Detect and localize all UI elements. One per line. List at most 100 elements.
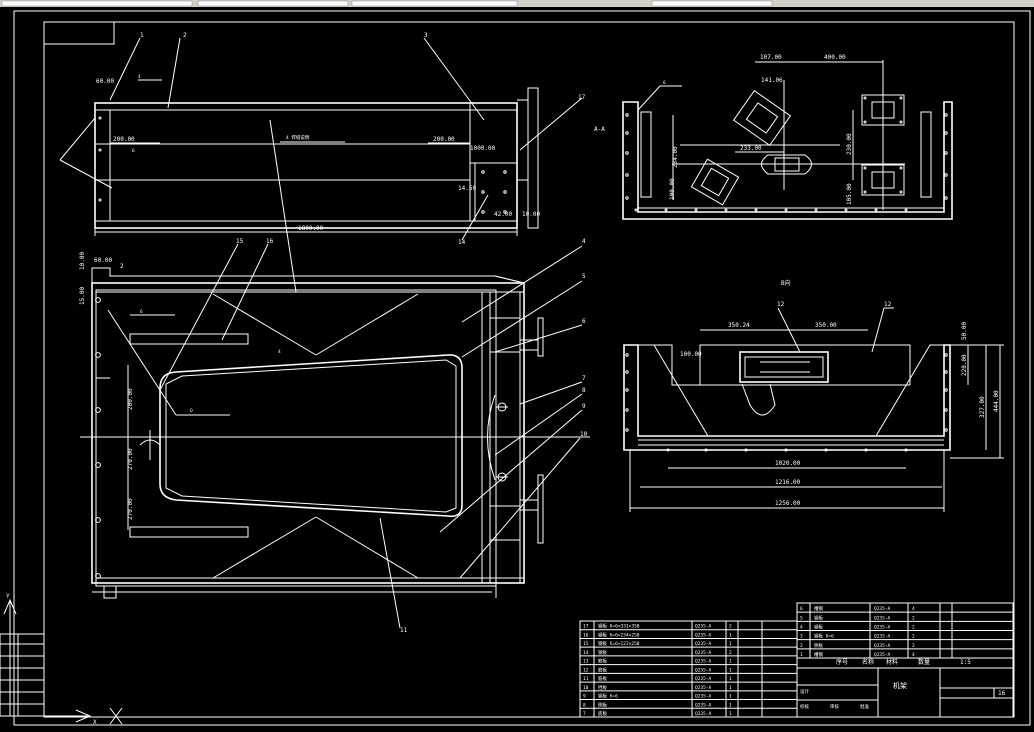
parts-row-no: 8	[583, 702, 586, 708]
balloon-3: 3	[424, 32, 428, 39]
balloon-16: 16	[266, 238, 274, 245]
view-label-a: A-A	[594, 126, 605, 133]
parts-row-name: 筋板	[598, 675, 607, 682]
dim-42: 42.00	[494, 211, 512, 218]
weld-note-top: 4	[138, 74, 141, 80]
parts-right-qty: 4	[912, 652, 915, 658]
dim-220: 220.00	[961, 354, 968, 376]
dim-230: 230.00	[846, 133, 853, 155]
parts-row-qty: 1	[729, 641, 732, 647]
dim-plan-60: 60.00	[94, 257, 112, 264]
parts-right-no: 6	[800, 606, 803, 612]
parts-row-material: Q235-A	[695, 702, 712, 708]
toolbar-input-3[interactable]	[351, 0, 518, 7]
parts-right-name: 钢板 δ=6	[814, 633, 834, 640]
sheet-border	[13, 10, 1031, 726]
sign-check: 校核	[800, 703, 809, 710]
dim-1000: 1000.00	[470, 145, 496, 152]
parts-right-no: 1	[800, 652, 803, 658]
parts-row-qty: 1	[729, 702, 732, 708]
parts-row-name: 钢板	[598, 649, 607, 656]
plan-view: 200.00 270.00 270.00 60.00 10.00 15.00 2…	[79, 243, 590, 629]
parts-right-material: Q235-A	[874, 634, 891, 640]
balloon-15: 15	[236, 238, 244, 245]
weld-note-b: 6	[132, 148, 135, 154]
balloon-11: 11	[400, 627, 408, 634]
parts-row-no: 14	[583, 650, 589, 656]
dim-plan-2: 2	[120, 263, 124, 270]
ucs-y: Y	[6, 593, 10, 600]
balloon-4: 4	[582, 238, 586, 245]
dim-100-a: 100.00	[669, 178, 676, 200]
balloon-8: 8	[582, 387, 586, 394]
parts-row-no: 9	[583, 694, 586, 700]
scale: 1:5	[960, 659, 971, 666]
dim-100-b: 100.00	[680, 351, 702, 358]
dim-50: 50.00	[961, 322, 968, 340]
parts-row-material: Q235-A	[695, 685, 712, 691]
parts-row-no: 15	[583, 641, 589, 647]
parts-right-material: Q235-A	[874, 606, 891, 612]
sheet-number: 16	[998, 690, 1006, 697]
parts-row-material: Q235-A	[695, 650, 712, 656]
dim-105: 105.00	[846, 183, 853, 205]
parts-row-qty: 2	[729, 624, 732, 630]
parts-right-qty: 2	[912, 634, 915, 640]
parts-row-no: 12	[583, 667, 589, 673]
dim-plan-10: 10.00	[79, 252, 86, 270]
parts-row-qty: 1	[729, 694, 732, 700]
parts-row-material: Q235-A	[695, 711, 712, 717]
parts-right-qty: 2	[912, 625, 915, 631]
parts-row-qty: 1	[729, 711, 732, 717]
parts-row-material: Q235-A	[695, 659, 712, 665]
symbol-note: 4 焊缝说明	[286, 134, 310, 141]
dim-1450: 14.50	[458, 185, 476, 192]
balloon-9: 9	[582, 403, 586, 410]
dim-200-left: 200.00	[113, 136, 135, 143]
parts-row-name: 钢板 δ=6×234×250	[598, 631, 640, 638]
parts-right-name: 钢板	[814, 624, 823, 631]
parts-right-qty: 2	[912, 615, 915, 621]
dim-10: 10.00	[522, 211, 540, 218]
parts-row-qty: 1	[729, 667, 732, 673]
weld-note-d: 4	[278, 349, 281, 355]
circle-note: O	[190, 408, 193, 414]
parts-row-material: Q235-A	[695, 676, 712, 682]
parts-right-material: Q235-A	[874, 625, 891, 631]
toolbar	[0, 0, 1034, 7]
dim-plan-15: 15.00	[79, 287, 86, 305]
balloon-6: 6	[582, 318, 586, 325]
balloon-5: 5	[582, 273, 586, 280]
parts-row-name: 侧板	[598, 701, 607, 708]
view-label-b: B向	[781, 279, 791, 287]
surface-note: 6	[663, 80, 666, 86]
parts-row-no: 13	[583, 659, 589, 665]
parts-row-no: 11	[583, 676, 589, 682]
toolbar-input-1[interactable]	[1, 0, 193, 7]
parts-row-no: 7	[583, 711, 586, 717]
ucs-x: X	[93, 719, 97, 726]
toolbar-input-4[interactable]	[651, 0, 773, 7]
weld-note-c: 6	[140, 309, 143, 315]
parts-row-name: 钢板 δ=6×122×250	[598, 640, 640, 647]
balloon-14: 14	[458, 239, 466, 246]
parts-right-qty: 2	[912, 643, 915, 649]
section-a-a: A-A 107.00 400	[594, 54, 953, 220]
dim-plan-200c: 270.00	[127, 498, 134, 520]
parts-right-no: 4	[800, 625, 803, 631]
dim-141: 141.06	[761, 77, 783, 84]
parts-row-material: Q235-A	[695, 624, 712, 630]
dim-400: 400.00	[824, 54, 846, 61]
parts-row-qty: 1	[729, 676, 732, 682]
dim-107: 107.00	[760, 54, 782, 61]
balloon-12b: 12	[884, 301, 892, 308]
parts-row-qty: 1	[729, 632, 732, 638]
parts-row-no: 10	[583, 685, 589, 691]
header-col-1: 序号	[836, 658, 848, 666]
toolbar-input-2[interactable]	[197, 0, 349, 7]
parts-right-no: 2	[800, 643, 803, 649]
parts-right-name: 侧板	[814, 642, 823, 649]
